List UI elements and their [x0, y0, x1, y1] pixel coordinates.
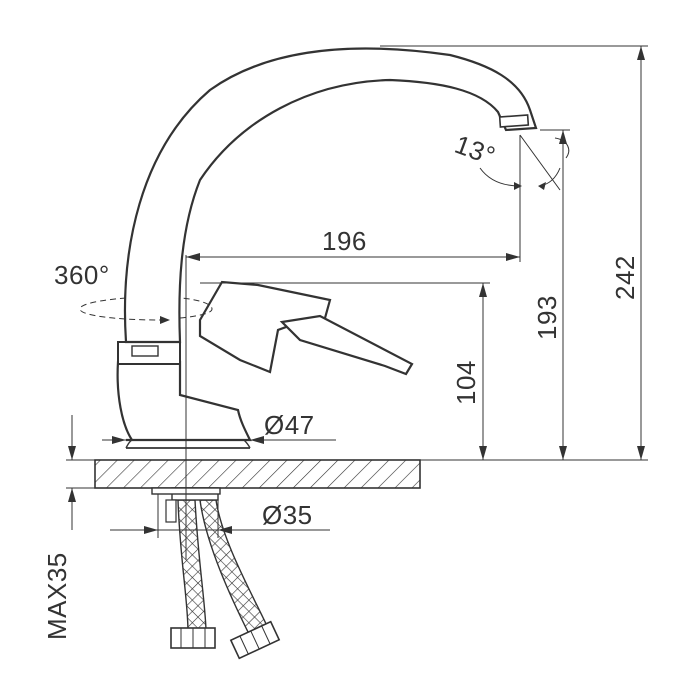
countertop	[94, 459, 421, 489]
faucet-body	[116, 341, 252, 449]
spout-height-label: 193	[532, 295, 562, 340]
dimension-shank-diameter	[110, 494, 330, 538]
flexible-hoses	[170, 499, 281, 660]
faucet-spout	[123, 47, 538, 344]
dimension-max-counter-thickness	[66, 415, 95, 530]
dimension-total-height	[380, 45, 648, 460]
spout-reach-label: 196	[322, 226, 367, 256]
dimension-spout-reach	[186, 195, 521, 262]
rotation-label: 360°	[54, 260, 110, 290]
lever-handle	[198, 280, 414, 376]
spout-angle-label: 13°	[451, 129, 500, 171]
lever-height-label: 104	[451, 360, 481, 405]
spout-angle-indicator	[479, 134, 570, 195]
dimension-body-diameter	[102, 436, 336, 444]
rotation-indicator	[79, 297, 213, 324]
max-counter-thickness-label: MAX35	[42, 552, 72, 640]
dimension-lever-height	[200, 282, 490, 460]
dimension-spout-height	[540, 129, 570, 460]
total-height-label: 242	[610, 255, 640, 300]
shank-diameter-label: Ø35	[262, 500, 313, 530]
body-diameter-label: Ø47	[264, 410, 315, 440]
